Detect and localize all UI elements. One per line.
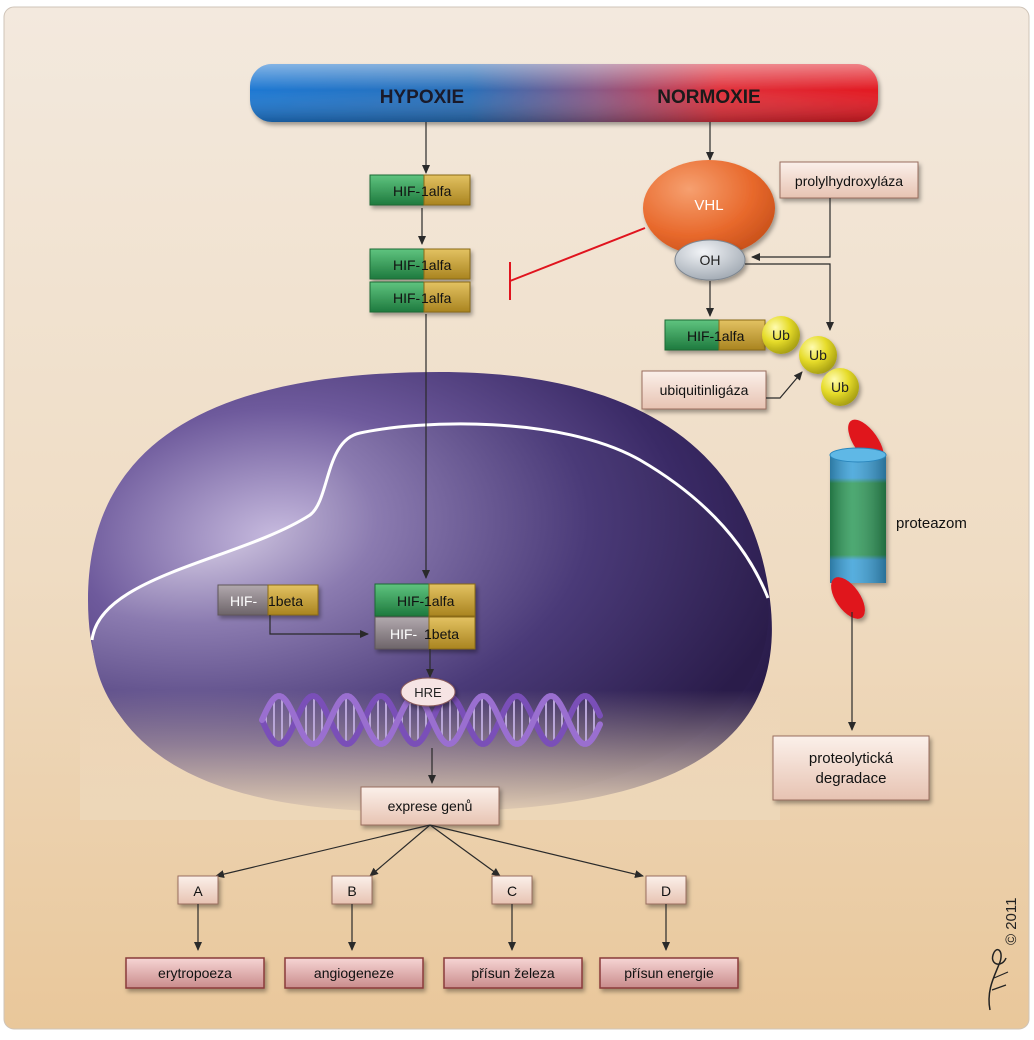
hif-beta-label: 1beta: [268, 593, 303, 609]
arrow-ligase-to-ub: [766, 371, 803, 399]
ubiquitin-ligase-label: ubiquitinligáza: [660, 382, 749, 398]
ub-label: Ub: [809, 347, 827, 363]
oh-group: [674, 239, 746, 281]
arrow-to-ubiquitin: [745, 263, 834, 331]
ubiquitin-ligase-box: [641, 370, 767, 410]
proteasome: [829, 419, 887, 619]
hif-alpha-label: 1alfa: [421, 183, 452, 199]
dna-strand-2: [259, 693, 603, 747]
artist-signature: [988, 948, 1009, 1011]
condition-bar: [250, 64, 878, 122]
hypoxia-label: HYPOXIE: [380, 87, 464, 108]
target-c-letter: C: [507, 883, 517, 899]
arrow-beta-to-dimer: [269, 615, 369, 638]
prolylhydroxylase-box: [779, 161, 919, 199]
hif1-dimer: [374, 583, 476, 650]
outcome-c-label: přísun železa: [471, 965, 554, 981]
ubiquitin-1: [762, 316, 800, 354]
gene-expression-box: [360, 786, 500, 826]
hif1-alpha-stacked: [369, 248, 471, 313]
hif-name: HIF-: [393, 290, 421, 306]
hif-alpha-label: 1alfa: [421, 257, 452, 273]
vhl-inhibition-line: [509, 227, 646, 300]
ub-label: Ub: [831, 379, 849, 395]
hif1-alpha-ubiquitinated: [664, 319, 766, 351]
degradation-label-line1: proteolytická: [809, 750, 894, 767]
arrow-to-c: [429, 824, 501, 877]
target-b-letter: B: [347, 883, 356, 899]
hif-alpha-label: 1alfa: [421, 290, 452, 306]
outcome-b-label: angiogeneze: [314, 965, 394, 981]
arrow-to-a: [215, 824, 431, 879]
hif-name: HIF-: [687, 328, 715, 344]
arrow-to-d: [429, 824, 644, 879]
degradation-box: [772, 735, 930, 801]
hif-alpha-label: 1alfa: [424, 593, 455, 609]
outcome-d-label: přísun energie: [624, 965, 714, 981]
prolylhydroxylase-label: prolylhydroxyláza: [795, 173, 903, 189]
dna-helix: [259, 693, 603, 747]
hif-name: HIF-: [393, 183, 421, 199]
ubiquitin-2: [799, 336, 837, 374]
hif-name: HIF-: [397, 593, 425, 609]
outcome-c-box: [443, 957, 583, 989]
hif-name: HIF-: [230, 593, 258, 609]
hif-beta-label: 1beta: [424, 626, 459, 642]
ubiquitin-3: [821, 368, 859, 406]
outcome-a-label: erytropoeza: [158, 965, 232, 981]
normoxia-label: NORMOXIE: [657, 87, 760, 108]
proteasome-label: proteazom: [896, 515, 967, 532]
hif1-alpha-cytoplasm: [369, 174, 471, 206]
target-c-box: [491, 875, 533, 905]
outcome-b-box: [284, 957, 424, 989]
arrow-prolyl-to-oh: [751, 198, 831, 261]
hif-name: HIF-: [390, 626, 418, 642]
outcome-a-box: [125, 957, 265, 989]
hif1-beta-free: [217, 584, 319, 616]
outcome-d-box: [599, 957, 739, 989]
hre-element: [400, 677, 456, 707]
arrow-to-b: [369, 824, 431, 877]
vhl-protein: [643, 160, 775, 256]
copyright-text: © 2011: [1003, 898, 1020, 945]
target-a-letter: A: [193, 883, 203, 899]
vhl-label: VHL: [694, 197, 723, 214]
degradation-label-line2: degradace: [816, 770, 887, 787]
target-d-letter: D: [661, 883, 671, 899]
oh-label: OH: [700, 252, 721, 268]
gene-expression-label: exprese genů: [388, 798, 473, 814]
hif-name: HIF-: [393, 257, 421, 273]
ub-label: Ub: [772, 327, 790, 343]
target-d-box: [645, 875, 687, 905]
hif-alpha-label: 1alfa: [714, 328, 745, 344]
hre-label: HRE: [414, 685, 442, 700]
